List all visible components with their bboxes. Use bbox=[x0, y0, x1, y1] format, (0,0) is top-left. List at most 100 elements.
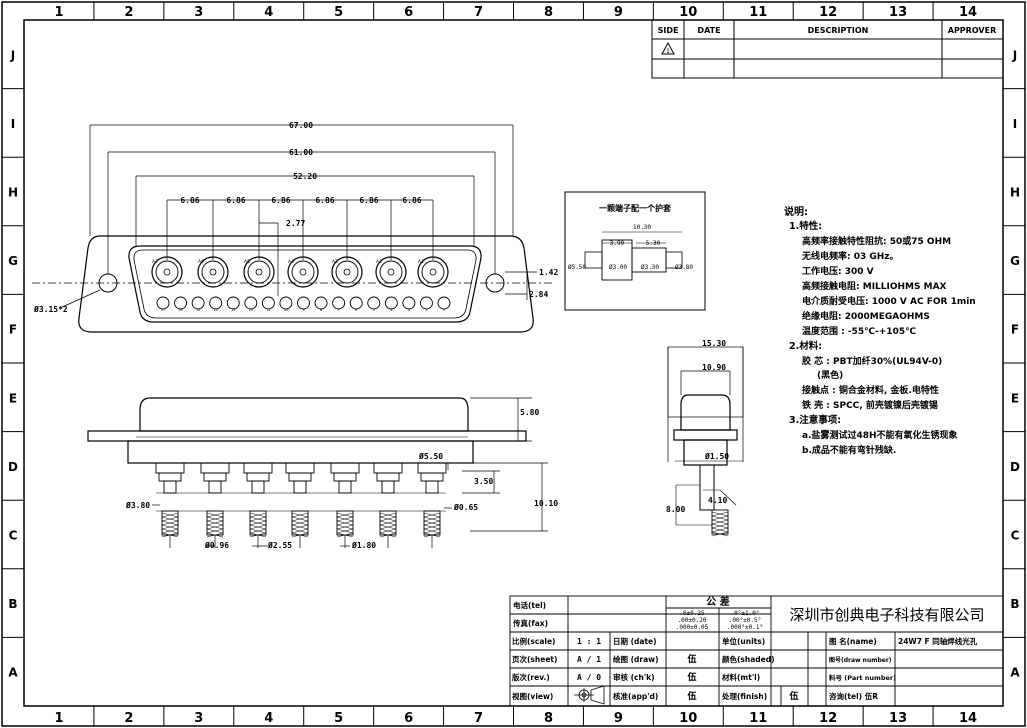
row-label-left: C bbox=[9, 529, 18, 543]
tb-tol2-2: .000°±0.1° bbox=[727, 624, 763, 631]
signal-label: 14 bbox=[213, 308, 218, 312]
revision-triangle-icon bbox=[661, 41, 675, 55]
signal-contact bbox=[367, 296, 381, 310]
col-label-top: 9 bbox=[614, 5, 623, 20]
signal-label: 2 bbox=[425, 308, 427, 312]
detail-dim-e: Ø3.30 bbox=[641, 264, 659, 271]
col-label-bottom: 11 bbox=[749, 711, 767, 726]
tb-approve-value: 伍 bbox=[686, 690, 696, 702]
side-view bbox=[87, 397, 527, 464]
crimp-hatch bbox=[249, 520, 267, 526]
row-label-left: D bbox=[8, 460, 18, 474]
side-pin-collar bbox=[373, 462, 403, 474]
tb-partno-label: 料号 (Part number) bbox=[829, 673, 896, 682]
tb-tol1-0: .0±0.25 bbox=[679, 610, 705, 617]
coax-ring bbox=[421, 260, 445, 284]
side-pin-neck bbox=[425, 480, 439, 494]
dim-shell: 52.20 bbox=[293, 172, 317, 181]
tb-drawn-value: 伍 bbox=[686, 653, 696, 665]
dim-side-total: 10.10 bbox=[534, 499, 558, 508]
row-label-right: A bbox=[1010, 666, 1020, 680]
end-view bbox=[667, 346, 744, 526]
tb-tolerance-title: 公 差 bbox=[706, 595, 729, 608]
crimp-hatch bbox=[336, 520, 354, 526]
coax-label: A2 bbox=[376, 259, 382, 265]
note-line-6: 绝缘电阻: 2000MEGAOHMS bbox=[802, 310, 930, 322]
tb-tol2-1: .00°±0.5° bbox=[729, 617, 762, 624]
crimp-hatch bbox=[379, 528, 397, 534]
side-pin-collar bbox=[417, 462, 447, 474]
dim-pitch-2: 6.86 bbox=[226, 196, 245, 205]
crimp-hatch bbox=[379, 520, 397, 526]
side-pin-neck bbox=[293, 480, 307, 494]
rev-header-side: SIDE bbox=[658, 26, 679, 35]
coax-ring bbox=[155, 260, 179, 284]
note-line-2: 无线电频率: 03 GHz。 bbox=[801, 250, 899, 262]
dim-side-coax-dia: Ø5.50 bbox=[418, 451, 443, 461]
side-pin-collar bbox=[200, 462, 230, 474]
col-label-top: 14 bbox=[959, 5, 977, 20]
dim-hole: Ø3.15*2 bbox=[33, 304, 68, 314]
tb-rev-label: 版次(rev.) bbox=[511, 672, 550, 682]
crimp-hatch bbox=[711, 531, 729, 537]
row-label-left: E bbox=[9, 391, 17, 405]
signal-label: 7 bbox=[338, 308, 340, 312]
signal-label: 10 bbox=[284, 308, 288, 312]
crimp-hatch bbox=[161, 528, 179, 534]
side-pin-body bbox=[246, 472, 270, 482]
col-label-top: 11 bbox=[749, 5, 767, 20]
crimp-hatch bbox=[423, 524, 441, 530]
coax-center bbox=[343, 268, 351, 276]
tb-approve-label: 核准(app'd) bbox=[613, 691, 658, 701]
signal-label: 13 bbox=[231, 308, 235, 312]
front-view bbox=[32, 235, 555, 333]
signal-contact bbox=[174, 296, 188, 310]
col-label-top: 7 bbox=[474, 5, 483, 20]
coax-center bbox=[387, 268, 395, 276]
side-pin-collar bbox=[285, 462, 315, 474]
crimp-hatch bbox=[379, 516, 397, 522]
crimp-hatch bbox=[423, 520, 441, 526]
crimp-hatch bbox=[336, 512, 354, 518]
signal-label: 16 bbox=[178, 308, 182, 312]
tb-tel-label: 电话(tel) bbox=[513, 600, 546, 610]
col-label-bottom: 5 bbox=[334, 711, 343, 726]
crimp-hatch bbox=[161, 524, 179, 530]
note-line-15: b.成品不能有弯针残缺. bbox=[802, 444, 896, 456]
signal-contact bbox=[314, 296, 328, 310]
coax-label: A6 bbox=[198, 259, 204, 265]
tb-finish-label: 处理(finish) bbox=[721, 691, 767, 701]
col-label-top: 12 bbox=[819, 5, 837, 20]
row-label-right: H bbox=[1010, 186, 1020, 200]
notes: 说明: 1.特性: 高频率接触特性阻抗: 50或75 OHM 无线电频率: 03… bbox=[784, 205, 976, 456]
col-label-bottom: 10 bbox=[679, 711, 697, 726]
signal-label: 5 bbox=[373, 308, 375, 312]
side-pin-body bbox=[420, 472, 444, 482]
signal-contact bbox=[419, 296, 433, 310]
coax-label: A3 bbox=[332, 259, 338, 265]
signal-contact bbox=[226, 296, 240, 310]
detail-dim-f: Ø3.80 bbox=[675, 264, 693, 271]
crimp-hatch bbox=[423, 516, 441, 522]
crimp-hatch bbox=[249, 524, 267, 530]
signal-label: 3 bbox=[408, 308, 410, 312]
tb-name-label: 图 名(name) bbox=[829, 636, 877, 646]
col-label-top: 3 bbox=[194, 5, 203, 20]
row-label-left: J bbox=[10, 48, 15, 62]
end-dim-x: 4.10 bbox=[708, 496, 727, 505]
tb-scale-value: 1 : 1 bbox=[577, 637, 601, 646]
end-dim-w1: 15.30 bbox=[702, 339, 726, 348]
dim-pitch-6: 6.86 bbox=[402, 196, 421, 205]
crimp-hatch bbox=[291, 524, 309, 530]
detail-dim-c: Ø5.50 bbox=[568, 264, 586, 271]
detail-title: 一颗端子配一个护套 bbox=[599, 203, 672, 213]
end-crimp bbox=[711, 509, 729, 537]
col-label-bottom: 7 bbox=[474, 711, 483, 726]
detail-box bbox=[564, 191, 706, 311]
rev-header-date: DATE bbox=[697, 26, 720, 35]
rev-symbol: 1 bbox=[666, 48, 670, 55]
col-label-bottom: 8 bbox=[544, 711, 553, 726]
tb-drawn-label: 绘图 (draw) bbox=[613, 654, 659, 664]
note-line-1: 高频率接触特性阻抗: 50或75 OHM bbox=[802, 235, 951, 247]
